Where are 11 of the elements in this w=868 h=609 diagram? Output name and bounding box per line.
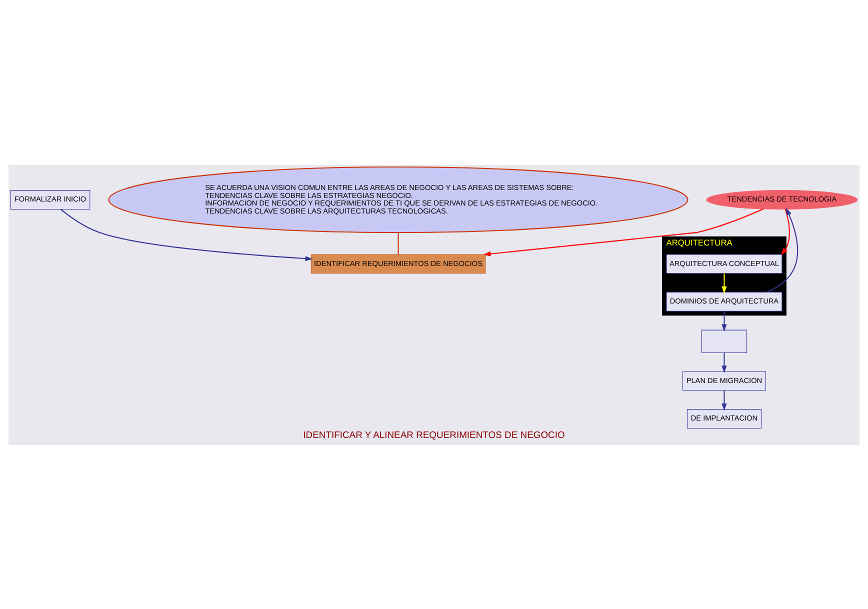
- arrow: [766, 207, 798, 292]
- arrow: [780, 208, 790, 255]
- caption: IDENTIFICAR Y ALINEAR REQUERIMIENTOS DE NEGOCIO: [303, 429, 565, 440]
- arrow: [483, 208, 764, 256]
- node-box: [701, 329, 748, 352]
- arrow: [722, 390, 727, 410]
- arrow: [722, 352, 727, 372]
- arrow: [60, 208, 313, 261]
- connector: [398, 232, 399, 254]
- arrow: [722, 310, 727, 332]
- arrow: [722, 273, 727, 294]
